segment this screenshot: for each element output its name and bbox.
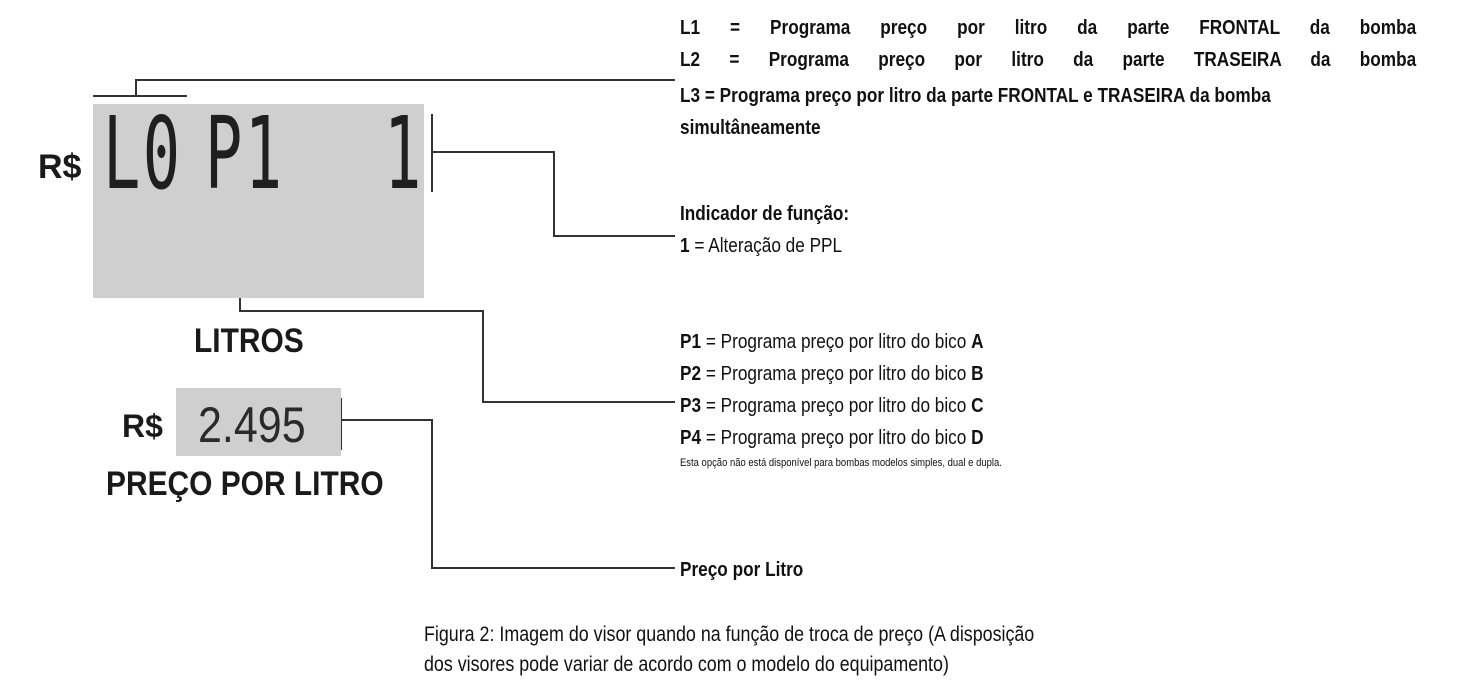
- main-display-panel: [93, 104, 424, 298]
- connector-function-path: [432, 151, 675, 237]
- note-p1-bico: A: [971, 331, 984, 353]
- figure-caption-line1: Figura 2: Imagem do visor quando na funç…: [424, 623, 1035, 646]
- note-l2-key: L2: [680, 49, 701, 71]
- figure-caption-line2: dos visores pode variar de acordo com o …: [424, 653, 949, 676]
- price-display-panel: [176, 388, 341, 456]
- segment-p1: P1: [205, 95, 285, 212]
- figure-caption: Figura 2: Imagem do visor quando na funç…: [424, 620, 1034, 680]
- price-value: 2.495: [198, 397, 306, 453]
- note-p2-key: P2: [680, 363, 702, 385]
- function-key: 1: [680, 235, 690, 257]
- note-l3-continuation: simultâneamente: [680, 114, 821, 142]
- note-p1-text: = Programa preço por litro do bico: [701, 331, 972, 353]
- note-ppl: Preço por Litro: [680, 556, 803, 584]
- note-p4-key: P4: [680, 427, 702, 449]
- segment-l0: L0: [103, 95, 183, 212]
- note-l1-text: = Programa preço por litro da parte FRON…: [700, 17, 1417, 39]
- connector-price-path: [341, 419, 675, 569]
- note-l1: L1 = Programa preço por litro da parte F…: [680, 14, 1416, 42]
- note-l2: L2 = Programa preço por litro da parte T…: [680, 46, 1416, 74]
- preco-por-litro-label: PREÇO POR LITRO: [106, 465, 384, 503]
- note-function-title: Indicador de função:: [680, 200, 849, 228]
- function-title: Indicador de função:: [680, 203, 850, 225]
- note-p2: P2 = Programa preço por litro do bico B: [680, 360, 984, 388]
- note-p3: P3 = Programa preço por litro do bico C: [680, 392, 984, 420]
- price-currency-label: R$: [122, 408, 163, 444]
- note-l2-text: = Programa preço por litro da parte TRAS…: [700, 49, 1417, 71]
- note-p3-bico: C: [971, 395, 984, 417]
- note-p4-bico: D: [971, 427, 984, 449]
- note-p4: P4 = Programa preço por litro do bico D: [680, 424, 984, 452]
- function-text: = Alteração de PPL: [689, 235, 843, 257]
- note-p1-key: P1: [680, 331, 702, 353]
- connector-l-notes-path: [135, 79, 675, 96]
- note-ppl-title: Preço por Litro: [680, 559, 804, 581]
- note-l3-text: L3 = Programa preço por litro da parte F…: [680, 85, 1271, 107]
- litros-label: LITROS: [194, 322, 304, 360]
- note-p3-key: P3: [680, 395, 702, 417]
- note-l1-key: L1: [680, 17, 701, 39]
- note-p2-text: = Programa preço por litro do bico: [701, 363, 972, 385]
- note-p4-text: = Programa preço por litro do bico: [701, 427, 972, 449]
- note-function-item: 1 = Alteração de PPL: [680, 232, 842, 260]
- note-p-footnote: Esta opção não está disponível para bomb…: [680, 457, 1002, 469]
- main-currency-label: R$: [38, 148, 82, 186]
- note-p3-text: = Programa preço por litro do bico: [701, 395, 972, 417]
- segment-function-digit: 1: [384, 95, 424, 212]
- note-l3-cont: simultâneamente: [680, 117, 821, 139]
- note-p2-bico: B: [971, 363, 984, 385]
- note-l3: L3 = Programa preço por litro da parte F…: [680, 82, 1271, 110]
- note-p1: P1 = Programa preço por litro do bico A: [680, 328, 984, 356]
